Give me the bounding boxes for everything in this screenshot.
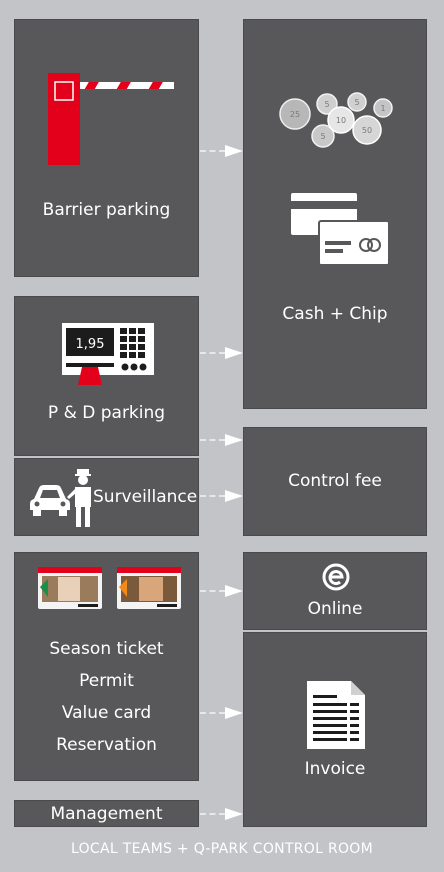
barrier-parking-box: Barrier parking [14,19,199,277]
coin-5b-label: 5 [320,132,325,141]
arrow-pd-to-cash [200,347,243,359]
coin-1-label: 1 [380,104,385,113]
pd-parking-label: P & D parking [47,403,166,423]
online-label: Online [307,599,363,619]
value-card-label: Value card [61,703,152,723]
coin-5c-label: 5 [354,98,359,107]
invoice-label: Invoice [304,759,366,779]
cash-chip-label: Cash + Chip [282,304,388,324]
car-icon [30,485,70,516]
coins-icon: 25 5 5 10 50 5 1 [279,92,393,148]
invoice-box: Invoice [243,632,427,827]
cash-chip-box: 25 5 5 10 50 5 1 Cash + Chip [243,19,427,409]
footer-caption: LOCAL TEAMS + Q-PARK CONTROL ROOM [71,841,373,857]
season-ticket-label: Season ticket [49,639,164,659]
arrow-management-to-invoice [200,808,243,820]
pay-display-machine-icon: 1,95 [62,323,154,385]
barrier-gate-icon [48,73,174,165]
pd-display-text: 1,95 [76,337,105,352]
surveillance-box: Surveillance [14,458,199,536]
invoice-document-icon [307,681,365,749]
permit-label: Permit [79,671,134,691]
arrow-barrier-to-cash [200,145,243,157]
arrow-surveillance-to-control-fee [200,490,243,502]
arrow-pd-to-control-fee [200,434,243,446]
management-label: Management [50,804,163,824]
arrow-season-to-online [200,585,243,597]
barrier-parking-label: Barrier parking [42,200,171,220]
online-box: Online [243,552,427,630]
prepaid-card-icon [117,567,181,609]
coin-10-label: 10 [336,116,346,125]
online-e-icon [322,563,350,591]
reservation-label: Reservation [56,735,157,755]
parking-officer-icon [67,469,91,527]
pd-parking-box: 1,95 P & D parking [14,296,199,456]
coin-5-label: 5 [324,100,329,109]
management-box: Management [14,800,199,827]
control-fee-box: Control fee [243,427,427,536]
surveillance-label: Surveillance [93,487,198,507]
credit-cards-icon [291,193,390,266]
coin-50-label: 50 [362,126,372,135]
coin-25-label: 25 [290,110,300,119]
control-fee-label: Control fee [288,471,382,491]
arrow-season-to-invoice [200,707,243,719]
season-ticket-box: Season ticket Permit Value card Reservat… [14,552,199,781]
season-ticket-card-icon [38,567,102,609]
